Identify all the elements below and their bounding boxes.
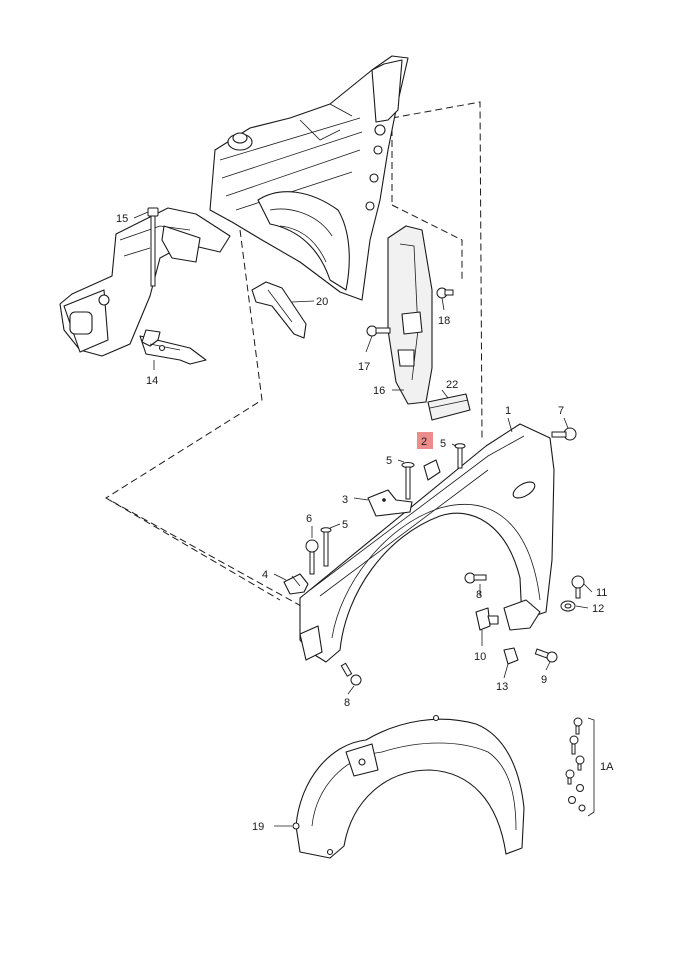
label-13: 13 <box>496 681 508 693</box>
fastener-kit-1A <box>565 717 595 817</box>
screw-5-lower <box>320 527 332 567</box>
bracket-3 <box>367 489 413 517</box>
assembly-dashed-outline <box>105 101 483 613</box>
label-3: 3 <box>342 494 348 506</box>
clip-2 <box>423 459 441 481</box>
label-15: 15 <box>116 213 128 225</box>
clip-10 <box>475 607 499 631</box>
clip-20 <box>251 281 307 339</box>
label-8-lower: 8 <box>344 697 350 709</box>
screw-18 <box>436 287 454 299</box>
label-17: 17 <box>358 361 370 373</box>
leader-lines <box>133 211 593 827</box>
label-22: 22 <box>446 379 458 391</box>
screw-9 <box>534 648 558 663</box>
label-6: 6 <box>306 513 312 525</box>
screw-8-middle <box>464 572 487 584</box>
label-18: 18 <box>438 315 450 327</box>
label-20: 20 <box>316 296 328 308</box>
label-4: 4 <box>262 569 268 581</box>
screw-17 <box>366 325 391 337</box>
label-1: 1 <box>505 405 511 417</box>
screw-15 <box>147 207 159 287</box>
bracket-14 <box>139 329 207 365</box>
label-12: 12 <box>592 603 604 615</box>
screw-11 <box>571 575 585 599</box>
label-19: 19 <box>252 821 264 833</box>
screw-5-left <box>401 462 415 500</box>
label-9: 9 <box>541 674 547 686</box>
label-16: 16 <box>373 385 385 397</box>
side-member <box>59 207 231 357</box>
strip-22 <box>427 393 471 421</box>
bracket-16 <box>387 225 433 405</box>
nut-13 <box>503 647 519 665</box>
label-5-lower: 5 <box>342 519 348 531</box>
screw-6 <box>305 539 319 575</box>
label-11: 11 <box>596 587 607 599</box>
label-7: 7 <box>558 405 564 417</box>
label-2: 2 <box>421 436 427 448</box>
label-5-right: 5 <box>440 438 446 450</box>
screw-7 <box>551 427 577 441</box>
label-5-left: 5 <box>386 455 392 467</box>
highlight-box-2 <box>417 432 433 449</box>
fender-1 <box>299 423 555 663</box>
label-1A: 1A <box>600 761 614 773</box>
label-14: 14 <box>146 375 158 387</box>
screw-5-right <box>454 443 466 469</box>
body-structure <box>209 55 409 301</box>
wheel-liner-19 <box>292 714 525 859</box>
part-labels: 1 2 3 4 5 5 5 6 7 8 8 9 10 11 12 13 14 1… <box>116 213 614 833</box>
label-8-middle: 8 <box>476 589 482 601</box>
bracket-4 <box>283 573 309 595</box>
screw-8-lower <box>340 662 362 686</box>
washer-12 <box>560 600 576 612</box>
label-10: 10 <box>474 651 486 663</box>
